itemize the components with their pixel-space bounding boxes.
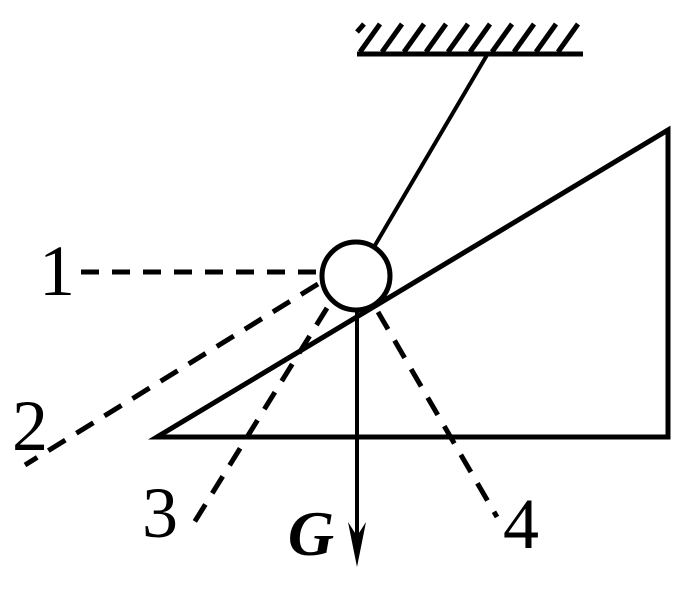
force-line-2-dashed bbox=[23, 281, 320, 468]
incline-triangle bbox=[147, 125, 671, 440]
label-option-4: 4 bbox=[503, 484, 539, 564]
label-option-2: 2 bbox=[12, 386, 48, 466]
force-line-3-dashed bbox=[189, 306, 330, 528]
string-line bbox=[372, 53, 489, 249]
gravity-arrowhead bbox=[348, 522, 366, 567]
label-option-3: 3 bbox=[142, 473, 178, 553]
force-line-4-dashed bbox=[375, 310, 500, 519]
label-gravity-G: G bbox=[287, 498, 335, 569]
label-option-1: 1 bbox=[39, 231, 75, 311]
ceiling-hatch-marks bbox=[355, 22, 581, 54]
ball-circle bbox=[319, 239, 393, 313]
